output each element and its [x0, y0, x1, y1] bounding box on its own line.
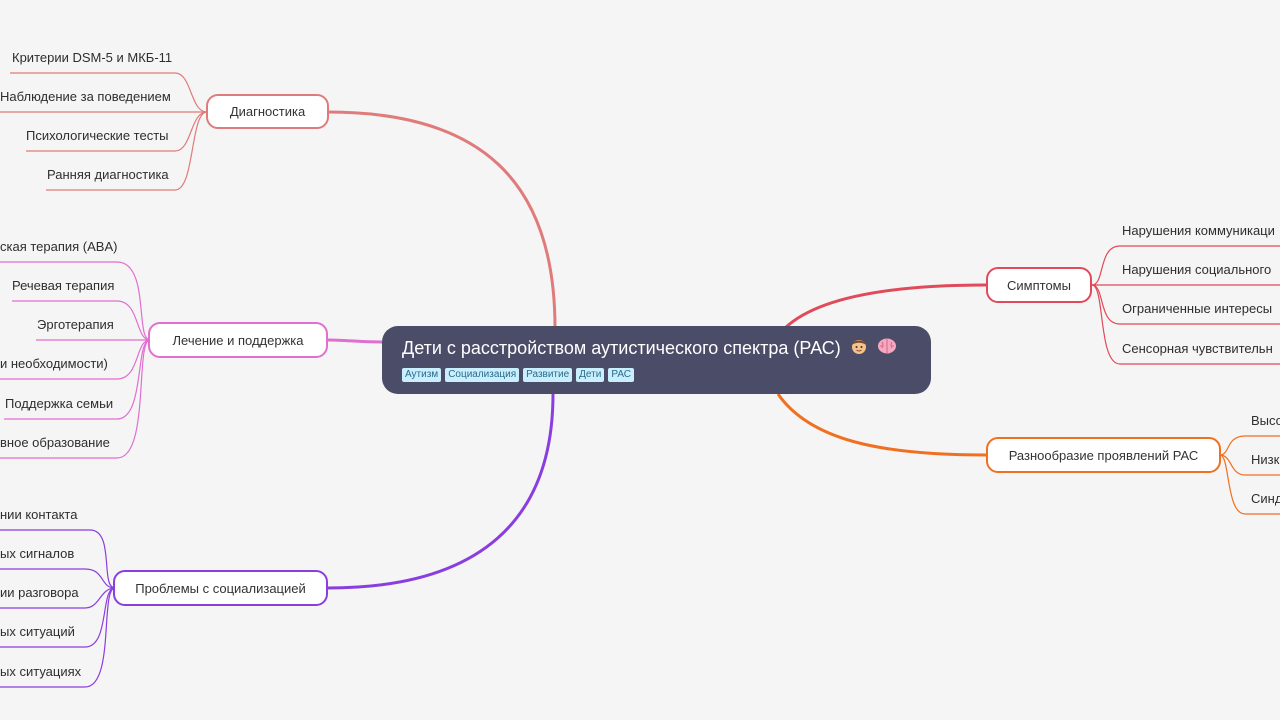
leaf-socialization-5[interactable]: ых ситуациях [0, 664, 82, 679]
leaf-treatment-1[interactable]: ская терапия (ABA) [0, 239, 118, 254]
connector-variety [776, 393, 987, 457]
leaf-treatment-3[interactable]: Эрготерапия [37, 317, 114, 332]
branch-socialization[interactable]: Проблемы с социализацией [113, 570, 328, 606]
leaf-socialization-3[interactable]: ии разговора [0, 585, 79, 600]
leaf-treatment-6[interactable]: вное образование [0, 435, 110, 450]
central-title-text: Дети с расстройством аутистического спек… [402, 338, 841, 358]
leaf-variety-1[interactable]: Высо [1251, 413, 1280, 428]
leaf-symptoms-2[interactable]: Нарушения социального [1122, 262, 1272, 277]
leaf-diagnostics-3[interactable]: Психологические тесты [26, 128, 169, 143]
connector-diagnostics [327, 110, 557, 329]
connector-symptoms [783, 283, 987, 330]
leaf-treatment-2[interactable]: Речевая терапия [12, 278, 115, 293]
tag[interactable]: Аутизм [402, 368, 442, 383]
leaf-variety-2[interactable]: Низк [1251, 452, 1280, 467]
leaf-diagnostics-4[interactable]: Ранняя диагностика [47, 167, 169, 182]
tag[interactable]: РАС [608, 368, 635, 383]
leaf-diagnostics-1[interactable]: Критерии DSM-5 и МКБ-11 [12, 50, 173, 65]
leaf-socialization-2[interactable]: ых сигналов [0, 546, 75, 561]
leaf-symptoms-3[interactable]: Ограниченные интересы [1122, 301, 1273, 316]
connector-treatment [327, 338, 383, 344]
tag-list: Аутизм Социализация Развитие Дети РАС [402, 368, 911, 383]
tag[interactable]: Дети [576, 368, 605, 383]
tag[interactable]: Социализация [445, 368, 520, 383]
leaf-treatment-5[interactable]: Поддержка семьи [5, 396, 114, 411]
boy-face-icon [850, 337, 868, 361]
leaf-socialization-4[interactable]: ых ситуаций [0, 624, 75, 639]
leaf-diagnostics-2[interactable]: Наблюдение за поведением [0, 89, 171, 104]
central-topic[interactable]: Дети с расстройством аутистического спек… [382, 326, 931, 394]
tag[interactable]: Развитие [523, 368, 573, 383]
leaf-variety-3[interactable]: Синд [1251, 491, 1280, 506]
leaf-treatment-4[interactable]: и необходимости) [0, 356, 108, 371]
branch-diagnostics[interactable]: Диагностика [206, 94, 329, 129]
leaf-symptoms-1[interactable]: Нарушения коммуникаци [1122, 223, 1275, 238]
connector-socialization [327, 393, 555, 590]
branch-symptoms[interactable]: Симптомы [986, 267, 1092, 303]
branch-treatment[interactable]: Лечение и поддержка [148, 322, 328, 358]
leaf-socialization-1[interactable]: нии контакта [0, 507, 78, 522]
leaf-symptoms-4[interactable]: Сенсорная чувствительн [1122, 341, 1273, 356]
branch-variety[interactable]: Разнообразие проявлений РАС [986, 437, 1221, 473]
brain-icon [877, 337, 897, 361]
